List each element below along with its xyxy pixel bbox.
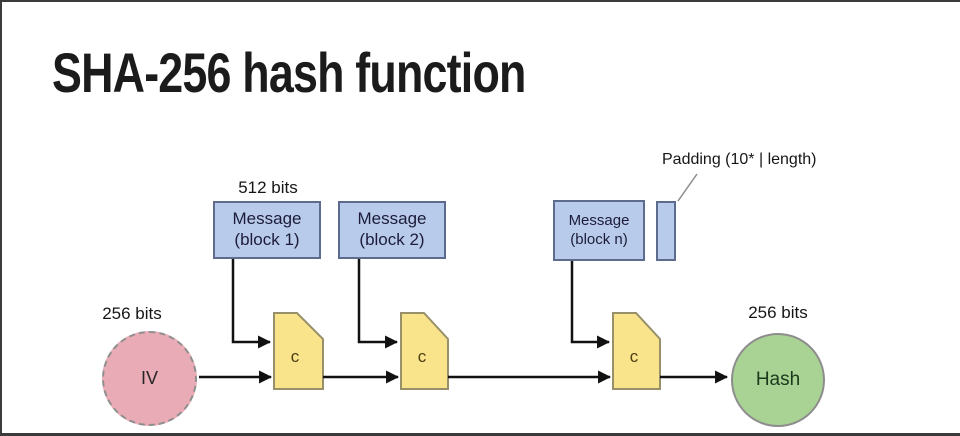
message-block-1-line1: Message [232,209,302,229]
message-block-2-line2: (block 2) [359,230,425,249]
message-block-1-line2: (block 1) [234,230,300,249]
arrow-block2-to-c2 [357,259,399,349]
frame-edge-bottom [0,433,960,436]
message-block-1: Message (block 1) [213,201,321,259]
hash-node: Hash [731,333,825,427]
message-block-2: Message (block 2) [338,201,446,259]
iv-node-label: IV [140,368,158,388]
arrow-blockn-to-c3 [570,261,611,349]
message-block-2-line1: Message [357,209,427,229]
padding-pointer-line [677,173,698,202]
label-256-bits-iv: 256 bits [102,304,162,323]
padding-box [656,201,676,261]
frame-edge-top [0,0,960,2]
compression-label-1: c [290,347,300,366]
compression-label-2: c [417,347,427,366]
label-512-bits: 512 bits [238,178,298,197]
message-block-n-line2: (block n) [570,230,628,248]
hash-node-label: Hash [755,369,801,390]
message-block-n: Message (block n) [553,200,645,261]
page-title: SHA-256 hash function [52,41,526,104]
compression-label-3: c [629,347,639,366]
arrow-block1-to-c1 [231,259,272,349]
label-256-bits-hash: 256 bits [748,303,808,322]
label-padding-note: Padding (10* | length) [662,151,817,168]
message-block-n-line1: Message [568,212,630,230]
iv-node: IV [102,331,197,426]
frame-edge-left [0,0,2,436]
